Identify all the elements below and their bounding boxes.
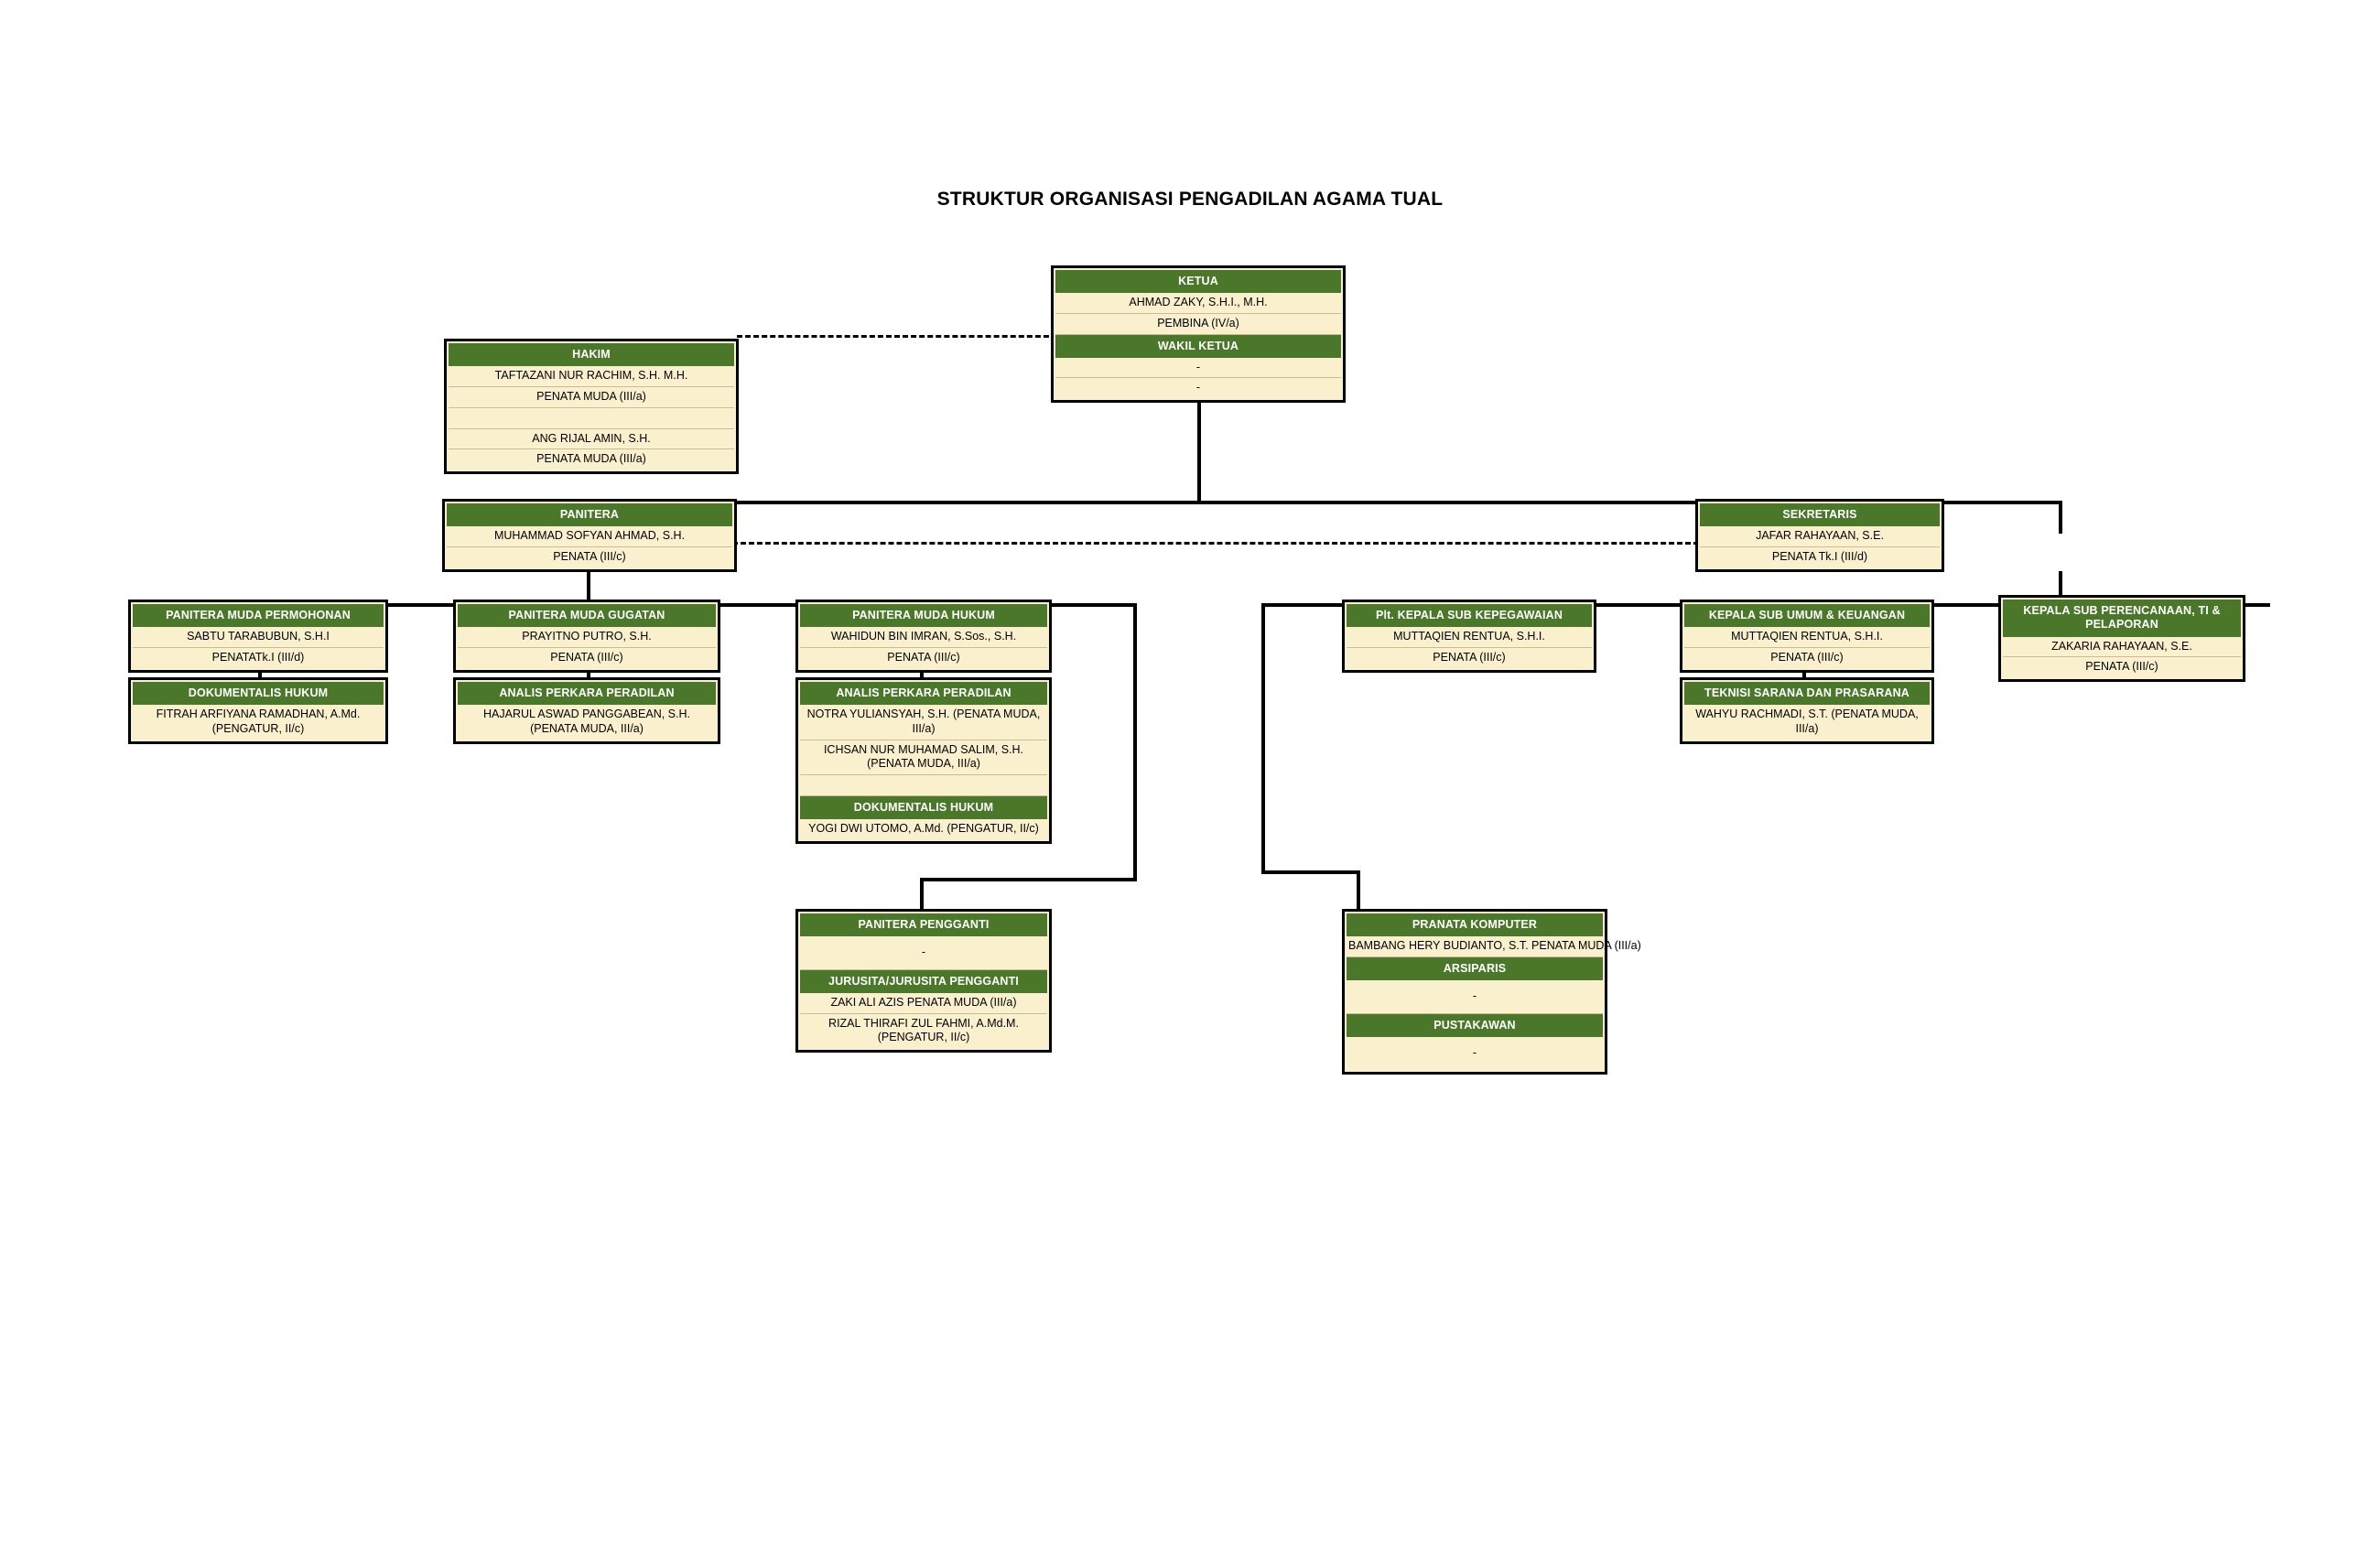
node-teknisi-sarana[interactable]: TEKNISI SARANA DAN PRASARANA WAHYU RACHM… — [1680, 677, 1934, 744]
kasub-kepegawaian-rank: PENATA (III/c) — [1347, 647, 1592, 668]
panitera-rank: PENATA (III/c) — [447, 546, 732, 567]
connector-umum-child — [1802, 664, 1806, 684]
node-analis-perkara-1[interactable]: ANALIS PERKARA PERADILAN HAJARUL ASWAD P… — [453, 677, 720, 744]
connector-sekretaris-drop — [2059, 501, 2062, 534]
hakim-spacer-row — [449, 407, 734, 429]
hakim-member-name: ANG RIJAL AMIN, S.H. — [449, 428, 734, 450]
panmud-hukum-header: PANITERA MUDA HUKUM — [800, 604, 1047, 628]
connector-hukum-child — [920, 664, 924, 684]
analis-perkara-1-header: ANALIS PERKARA PERADILAN — [458, 682, 716, 706]
panitera-pengganti-header: PANITERA PENGGANTI — [800, 913, 1047, 937]
panmud-gugatan-name: PRAYITNO PUTRO, S.H. — [458, 627, 716, 648]
node-panmud-permohonan[interactable]: PANITERA MUDA PERMOHONAN SABTU TARABUBUN… — [128, 600, 388, 673]
dokumentalis-hukum-1-name: FITRAH ARFIYANA RAMADHAN, A.Md. (PENGATU… — [133, 705, 384, 740]
connector-gugatan-child — [587, 664, 590, 684]
jurusita-header: JURUSITA/JURUSITA PENGGANTI — [800, 969, 1047, 994]
panmud-permohonan-rank: PENATATk.I (III/d) — [133, 647, 384, 668]
panmud-hukum-rank: PENATA (III/c) — [800, 647, 1047, 668]
ketua-name: AHMAD ZAKY, S.H.I., M.H. — [1055, 293, 1341, 314]
wakil-ketua-header: WAKIL KETUA — [1055, 334, 1341, 358]
arsiparis-name: - — [1347, 980, 1603, 1014]
kasub-perencanaan-rank: PENATA (III/c) — [2003, 657, 2241, 677]
panmud-gugatan-rank: PENATA (III/c) — [458, 647, 716, 668]
connector-pengganti-drop — [920, 878, 924, 911]
connector-pranata-horizontal — [1261, 870, 1360, 874]
panitera-name: MUHAMMAD SOFYAN AHMAD, S.H. — [447, 526, 732, 547]
pranata-komputer-header: PRANATA KOMPUTER — [1347, 913, 1603, 937]
node-pranata-komputer[interactable]: PRANATA KOMPUTER BAMBANG HERY BUDIANTO, … — [1342, 909, 1641, 1075]
pustakawan-name: - — [1347, 1037, 1603, 1070]
connector-ketua-stem — [1197, 398, 1201, 503]
node-panitera-pengganti[interactable]: PANITERA PENGGANTI - JURUSITA/JURUSITA P… — [795, 909, 1052, 1053]
hakim-member-name: TAFTAZANI NUR RACHIM, S.H. M.H. — [449, 366, 734, 387]
pustakawan-header: PUSTAKAWAN — [1347, 1013, 1603, 1037]
connector-hakim-ketua-dashed — [737, 335, 1057, 338]
connector-pranata-vertical — [1261, 603, 1265, 873]
kasub-umum-keuangan-name: MUTTAQIEN RENTUA, S.H.I. — [1684, 627, 1930, 648]
analis-perkara-2-member: NOTRA YULIANSYAH, S.H. (PENATA MUDA, III… — [800, 705, 1047, 740]
teknisi-sarana-header: TEKNISI SARANA DAN PRASARANA — [1684, 682, 1930, 706]
connector-pengganti-vertical — [1133, 603, 1137, 881]
kasub-perencanaan-header: KEPALA SUB PERENCANAAN, TI & PELAPORAN — [2003, 600, 2241, 637]
sekretaris-header: SEKRETARIS — [1700, 503, 1940, 527]
sekretaris-rank: PENATA Tk.I (III/d) — [1700, 546, 1940, 567]
hakim-header: HAKIM — [449, 343, 734, 367]
dokumentalis-hukum-1-header: DOKUMENTALIS HUKUM — [133, 682, 384, 706]
kasub-kepegawaian-header: Plt. KEPALA SUB KEPEGAWAIAN — [1347, 604, 1592, 628]
node-ketua[interactable]: KETUA AHMAD ZAKY, S.H.I., M.H. PEMBINA (… — [1051, 265, 1346, 403]
node-kasub-kepegawaian[interactable]: Plt. KEPALA SUB KEPEGAWAIAN MUTTAQIEN RE… — [1342, 600, 1596, 673]
kasub-umum-keuangan-header: KEPALA SUB UMUM & KEUANGAN — [1684, 604, 1930, 628]
node-kasub-umum-keuangan[interactable]: KEPALA SUB UMUM & KEUANGAN MUTTAQIEN REN… — [1680, 600, 1934, 673]
hakim-member-rank: PENATA MUDA (III/a) — [449, 449, 734, 470]
dokumentalis-hukum-2-header: DOKUMENTALIS HUKUM — [800, 795, 1047, 819]
analis-perkara-1-name: HAJARUL ASWAD PANGGABEAN, S.H. (PENATA M… — [458, 705, 716, 740]
panitera-pengganti-name: - — [800, 936, 1047, 970]
node-analis-perkara-2[interactable]: ANALIS PERKARA PERADILAN NOTRA YULIANSYA… — [795, 677, 1052, 844]
ketua-rank: PEMBINA (IV/a) — [1055, 313, 1341, 335]
connector-permohonan-child — [258, 664, 262, 684]
node-panmud-gugatan[interactable]: PANITERA MUDA GUGATAN PRAYITNO PUTRO, S.… — [453, 600, 720, 673]
panmud-gugatan-header: PANITERA MUDA GUGATAN — [458, 604, 716, 628]
node-panmud-hukum[interactable]: PANITERA MUDA HUKUM WAHIDUN BIN IMRAN, S… — [795, 600, 1052, 673]
node-hakim[interactable]: HAKIM TAFTAZANI NUR RACHIM, S.H. M.H. PE… — [444, 339, 739, 474]
hakim-member-rank: PENATA MUDA (III/a) — [449, 386, 734, 408]
analis-perkara-2-spacer-row — [800, 774, 1047, 796]
connector-panitera-sekretaris-dashed — [732, 542, 1699, 545]
connector-panitera-stem — [587, 571, 590, 606]
node-kasub-perencanaan[interactable]: KEPALA SUB PERENCANAAN, TI & PELAPORAN Z… — [1998, 595, 2245, 682]
connector-pranata-drop — [1357, 870, 1360, 911]
node-panitera[interactable]: PANITERA MUHAMMAD SOFYAN AHMAD, S.H. PEN… — [442, 499, 737, 572]
connector-sekretaris-stem — [2059, 571, 2062, 606]
ketua-header: KETUA — [1055, 270, 1341, 294]
connector-pengganti-horizontal — [920, 878, 1137, 881]
wakil-ketua-rank: - — [1055, 378, 1341, 398]
jurusita-member: ZAKI ALI AZIS PENATA MUDA (III/a) — [800, 993, 1047, 1014]
pranata-komputer-name: BAMBANG HERY BUDIANTO, S.T. PENATA MUDA … — [1347, 936, 1641, 957]
kasub-umum-keuangan-rank: PENATA (III/c) — [1684, 647, 1930, 668]
dokumentalis-hukum-2-name: YOGI DWI UTOMO, A.Md. (PENGATUR, II/c) — [800, 819, 1047, 839]
panmud-permohonan-header: PANITERA MUDA PERMOHONAN — [133, 604, 384, 628]
page-title: STRUKTUR ORGANISASI PENGADILAN AGAMA TUA… — [936, 189, 1444, 210]
kasub-perencanaan-name: ZAKARIA RAHAYAAN, S.E. — [2003, 636, 2241, 658]
node-sekretaris[interactable]: SEKRETARIS JAFAR RAHAYAAN, S.E. PENATA T… — [1695, 499, 1944, 572]
analis-perkara-2-member: ICHSAN NUR MUHAMAD SALIM, S.H. (PENATA M… — [800, 740, 1047, 775]
sekretaris-name: JAFAR RAHAYAAN, S.E. — [1700, 526, 1940, 547]
teknisi-sarana-name: WAHYU RACHMADI, S.T. (PENATA MUDA, III/a… — [1684, 705, 1930, 740]
arsiparis-header: ARSIPARIS — [1347, 956, 1603, 981]
jurusita-member: RIZAL THIRAFI ZUL FAHMI, A.Md.M. (PENGAT… — [800, 1013, 1047, 1048]
panitera-header: PANITERA — [447, 503, 732, 527]
analis-perkara-2-header: ANALIS PERKARA PERADILAN — [800, 682, 1047, 706]
kasub-kepegawaian-name: MUTTAQIEN RENTUA, S.H.I. — [1347, 627, 1592, 648]
panmud-hukum-name: WAHIDUN BIN IMRAN, S.Sos., S.H. — [800, 627, 1047, 648]
panmud-permohonan-name: SABTU TARABUBUN, S.H.I — [133, 627, 384, 648]
node-dokumentalis-hukum-1[interactable]: DOKUMENTALIS HUKUM FITRAH ARFIYANA RAMAD… — [128, 677, 388, 744]
wakil-ketua-name: - — [1055, 357, 1341, 379]
connector-main-bus — [587, 501, 2062, 504]
